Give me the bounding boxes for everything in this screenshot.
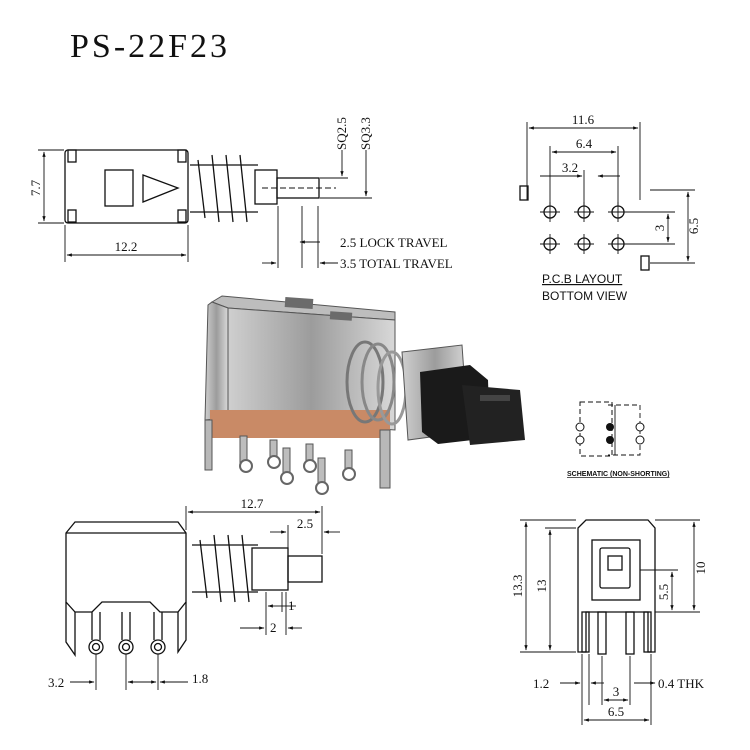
page-title: PS-22F23 [70, 28, 231, 65]
pcb-slot-right [640, 255, 650, 271]
side-spring [190, 154, 258, 223]
front-plunger [287, 555, 323, 583]
side-tab-bl [67, 209, 77, 223]
pcb-holes [540, 202, 628, 254]
dim-1: 1 [288, 598, 295, 613]
side-arrow-mark [142, 174, 180, 203]
schematic: SCHEMATIC (NON-SHORTING) [567, 401, 670, 478]
pcb-sublabel: BOTTOM VIEW [542, 289, 628, 303]
pcb-label: P.C.B LAYOUT [542, 272, 623, 286]
pcb-slot-left [519, 185, 529, 201]
dim-pin-pitch: 3.2 [48, 675, 64, 690]
product-photo [204, 295, 525, 495]
side-tab-tl [67, 149, 77, 163]
front-pins [88, 612, 166, 655]
dim-pitch-inner: 3.2 [562, 160, 578, 175]
side-collar [254, 169, 278, 205]
dim-2: 2 [270, 620, 277, 635]
front-collar [251, 547, 289, 591]
side-view: 7.7 12.2 SQ2.5 SQ3.3 2.5 LOCK TRAVEL 3.5… [28, 117, 453, 271]
front-body [65, 521, 187, 613]
dim-sq-b: SQ3.3 [358, 117, 373, 150]
dim-overall-length: 12.7 [241, 496, 264, 511]
front-spring [192, 534, 258, 603]
end-pins [581, 611, 652, 655]
total-travel-label: 3.5 TOTAL TRAVEL [340, 256, 453, 271]
side-tab-br [177, 209, 187, 223]
photo-plunger-tip [462, 385, 525, 445]
dim-body-length: 12.2 [115, 239, 138, 254]
front-view: 12.7 2.5 1 2 3.2 1.8 [48, 496, 340, 690]
end-plunger [599, 547, 631, 589]
side-body [64, 149, 189, 224]
dim-pin-pitch-end: 3 [613, 684, 620, 699]
dim-pitch-outer: 6.4 [576, 136, 593, 151]
dim-height-inner: 13 [534, 580, 549, 593]
end-view: 13.3 13 10 5.5 1.2 0.4 THK 3 6.5 [510, 519, 708, 725]
dim-height-right: 10 [693, 562, 708, 575]
side-window [104, 169, 134, 207]
dim-plunger-length: 2.5 [297, 516, 313, 531]
dim-sq-a: SQ2.5 [334, 117, 349, 150]
photo-pins [239, 435, 356, 495]
dim-55: 5.5 [656, 584, 671, 600]
dim-thickness: 0.4 THK [658, 676, 705, 691]
photo-paper-base [210, 410, 390, 438]
schematic-label: SCHEMATIC (NON-SHORTING) [567, 471, 670, 478]
dim-pin-width: 1.2 [533, 676, 549, 691]
lock-travel-label: 2.5 LOCK TRAVEL [340, 235, 448, 250]
pcb-layout: 11.6 6.4 3.2 3 6.5 P.C.B LAYOUT BOTTOM V… [519, 112, 701, 303]
dim-width: 6.5 [608, 704, 624, 719]
dim-pcb-width: 11.6 [572, 112, 595, 127]
dim-row-span: 6.5 [686, 218, 701, 234]
dim-height-outer: 13.3 [510, 575, 525, 598]
dim-pin-offset: 1.8 [192, 671, 208, 686]
dim-row-gap: 3 [652, 225, 667, 232]
side-tab-tr [177, 149, 187, 163]
dim-height: 7.7 [28, 179, 43, 196]
